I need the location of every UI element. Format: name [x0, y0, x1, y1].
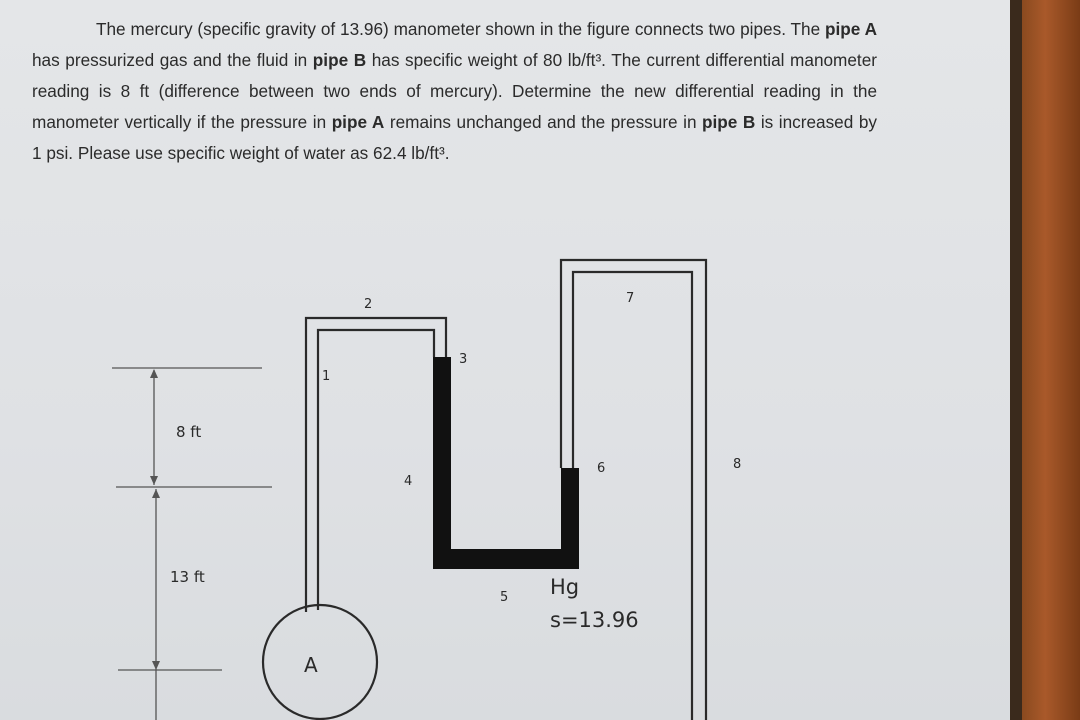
- mercury-bottom: [433, 549, 579, 569]
- tube-right: [559, 258, 708, 720]
- mercury-column: [433, 357, 579, 569]
- dimension-lines: [112, 367, 272, 720]
- problem-text-4: remains unchanged and the pressure in: [384, 112, 703, 132]
- tube-right-outer-wall: [559, 258, 708, 720]
- tube-left-inner-wall: [316, 328, 436, 610]
- pipe-a-term: pipe A: [825, 19, 877, 39]
- point-label-1: 1: [322, 369, 330, 384]
- dimension-label-lower: 13 ft: [170, 568, 205, 586]
- point-label-3: 3: [459, 352, 467, 367]
- tube-left-outer-wall: [304, 316, 448, 612]
- dimension-arrows: [150, 369, 160, 670]
- dimension-label-upper: 8 ft: [176, 423, 201, 441]
- wood-frame: [1022, 0, 1080, 720]
- arrow-up-upper: [150, 369, 158, 378]
- mercury-label: Hg: [550, 575, 579, 599]
- point-label-2: 2: [364, 297, 372, 312]
- arrow-down-upper: [150, 476, 158, 485]
- problem-paragraph: The mercury (specific gravity of 13.96) …: [32, 14, 877, 169]
- point-label-4: 4: [404, 474, 412, 489]
- tube-left: [304, 316, 448, 612]
- point-label-5: 5: [500, 590, 508, 605]
- mercury-right-leg: [561, 468, 579, 569]
- tube-right-inner-wall: [571, 270, 694, 720]
- point-label-8: 8: [733, 457, 741, 472]
- problem-text-5: is increased by 1 psi. Please use specif…: [32, 112, 877, 163]
- point-label-6: 6: [597, 461, 605, 476]
- problem-text-3: has specific weight of 80 lb/ft³. The cu…: [32, 50, 877, 132]
- arrow-down-lower: [152, 661, 160, 670]
- pipe-a-term-2: pipe A: [331, 112, 385, 132]
- problem-statement: The mercury (specific gravity of 13.96) …: [32, 14, 877, 169]
- arrow-up-lower: [152, 489, 160, 498]
- screen-edge: [1010, 0, 1022, 720]
- problem-text-2: has pressurized gas and the fluid in: [32, 50, 313, 70]
- pipe-b-term-2: pipe B: [702, 112, 756, 132]
- problem-text-1: The mercury (specific gravity of 13.96) …: [96, 19, 826, 39]
- specific-gravity-label: s=13.96: [550, 608, 639, 632]
- paper-sheet: [0, 0, 1010, 720]
- pipe-b-term: pipe B: [312, 50, 367, 70]
- pipe-a-label: A: [304, 653, 318, 677]
- manometer-figure: 8 ft 13 ft A 1 2 3 4 5 6 7 8 Hg s=13.96: [112, 258, 741, 720]
- pipe-a-circle: [261, 603, 379, 720]
- point-label-7: 7: [626, 291, 634, 306]
- mercury-left-leg: [433, 357, 451, 567]
